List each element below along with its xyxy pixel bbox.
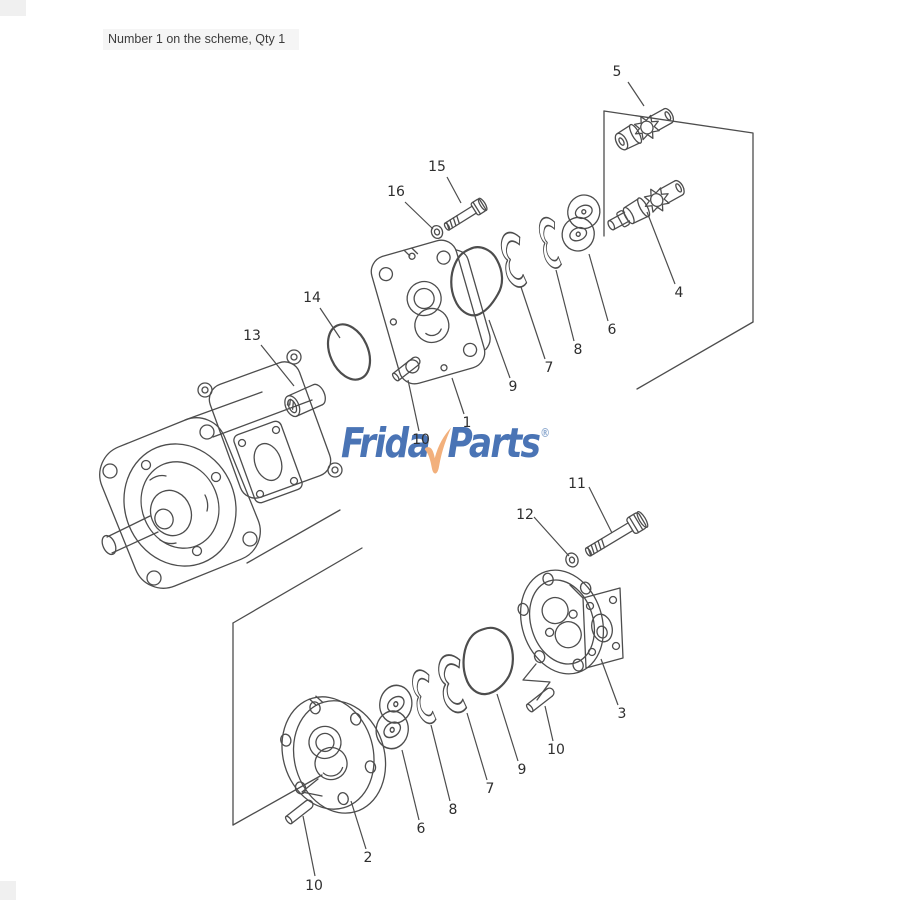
gasket-6-lower-drawing [372, 682, 416, 752]
callout-3: 3 [617, 706, 627, 722]
callout-10-upper: 10 [412, 432, 430, 448]
callout-2: 2 [363, 850, 373, 866]
gear-assembly-5-drawing [614, 107, 675, 151]
callout-8-upper: 8 [573, 342, 583, 358]
bushing-13-drawing [284, 383, 326, 418]
registered-mark: ® [540, 426, 550, 440]
watermark-suffix: Parts [447, 419, 542, 467]
callout-9-upper: 9 [508, 379, 518, 395]
snap-ring-8-upper-drawing [534, 214, 567, 271]
callout-13: 13 [243, 328, 261, 344]
callout-8-lower: 8 [448, 802, 458, 818]
plate-1-drawing [370, 239, 491, 385]
callout-10-middle: 10 [547, 742, 565, 758]
scan-artifact-bottom-left [0, 881, 16, 900]
callout-1: 1 [462, 415, 472, 431]
washer-16-drawing [430, 224, 444, 240]
main-pump-drawing [99, 349, 343, 589]
bolt-11-drawing [584, 511, 649, 557]
callout-10-lower: 10 [305, 878, 323, 894]
callout-6-upper: 6 [607, 322, 617, 338]
callout-7-upper: 7 [544, 360, 554, 376]
callout-6-lower: 6 [416, 821, 426, 837]
sheet-boundary-bottom [232, 321, 754, 826]
snap-ring-8-lower-drawing [407, 667, 442, 727]
callout-9-lower: 9 [517, 762, 527, 778]
callout-4: 4 [674, 285, 684, 301]
sheet-boundary-top [603, 110, 754, 323]
callout-16: 16 [387, 184, 405, 200]
bolt-15-drawing [443, 197, 488, 231]
callout-7-lower: 7 [485, 781, 495, 797]
pin-10-middle-drawing [524, 685, 557, 714]
callout-11: 11 [568, 476, 586, 492]
plate-2-drawing [280, 695, 387, 814]
callout-5: 5 [612, 64, 622, 80]
callout-12: 12 [516, 507, 534, 523]
washer-12-drawing [565, 552, 579, 568]
scheme-note: Number 1 on the scheme, Qty 1 [103, 29, 300, 50]
o-ring-9-upper-drawing [450, 246, 504, 317]
o-ring-9-lower-drawing [462, 626, 514, 696]
cover-3-drawing [517, 569, 624, 701]
gear-assembly-4-drawing [607, 179, 685, 231]
gasket-6-upper-drawing [557, 190, 605, 256]
check-swoosh-icon [424, 427, 451, 474]
scan-artifact-top-left [0, 0, 26, 16]
snap-ring-7-lower-drawing [433, 651, 473, 717]
callout-15: 15 [428, 159, 446, 175]
o-ring-14-drawing [326, 323, 372, 381]
callout-14: 14 [303, 290, 321, 306]
